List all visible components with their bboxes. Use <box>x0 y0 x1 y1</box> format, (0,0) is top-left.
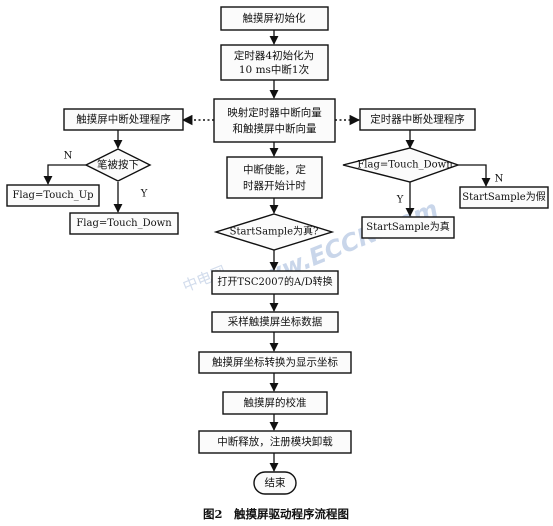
connectors <box>43 30 491 472</box>
node-pen-down-text: 笔被按下 <box>97 158 139 171</box>
node-map-vectors-line1: 映射定时器中断向量 <box>227 106 322 119</box>
node-convert-coords: 触摸屏坐标转换为显示坐标 <box>198 351 352 374</box>
node-int-enable-line2: 时器开始计时 <box>243 179 306 192</box>
node-calibrate: 触摸屏的校准 <box>222 391 328 415</box>
node-map-vectors: 映射定时器中断向量 和触摸屏中断向量 <box>213 98 336 143</box>
node-flag-up-text: Flag=Touch_Up <box>12 190 93 201</box>
node-flag-check-text: Flag=Touch_Down <box>357 160 453 171</box>
node-sample-true: StartSample为真 <box>361 216 455 239</box>
node-convert-coords-text: 触摸屏坐标转换为显示坐标 <box>212 356 338 369</box>
node-end-text: 结束 <box>265 476 286 489</box>
node-sample-coords-text: 采样触摸屏坐标数据 <box>228 315 323 328</box>
node-touch-isr: 触摸屏中断处理程序 <box>63 108 184 131</box>
node-int-enable: 中断使能，定 时器开始计时 <box>226 156 323 199</box>
node-sample-check: StartSample为真? <box>213 213 335 251</box>
node-timer-init-line2: 10 ms中断1次 <box>239 63 310 76</box>
node-timer-init-line1: 定时器4初始化为 <box>234 49 314 62</box>
label-pen-no: N <box>64 151 73 162</box>
node-int-enable-line1: 中断使能，定 <box>243 163 306 176</box>
node-flag-down-text: Flag=Touch_Down <box>76 218 172 229</box>
node-timer-isr: 定时器中断处理程序 <box>359 108 476 131</box>
node-init-touch: 触摸屏初始化 <box>220 6 329 31</box>
node-touch-isr-text: 触摸屏中断处理程序 <box>76 113 171 126</box>
node-flag-up: Flag=Touch_Up <box>6 184 100 207</box>
node-end: 结束 <box>253 471 297 495</box>
node-flag-check: Flag=Touch_Down <box>342 147 461 183</box>
node-open-adc-text: 打开TSC2007的A/D转换 <box>217 275 332 288</box>
node-open-adc: 打开TSC2007的A/D转换 <box>211 270 339 295</box>
node-calibrate-text: 触摸屏的校准 <box>244 396 307 409</box>
figure-caption: 图2 触摸屏驱动程序流程图 <box>203 507 349 521</box>
node-timer-init: 定时器4初始化为 10 ms中断1次 <box>220 44 329 81</box>
node-sample-false-text: StartSample为假 <box>462 190 545 203</box>
node-timer-isr-text: 定时器中断处理程序 <box>370 113 465 126</box>
node-init-touch-text: 触摸屏初始化 <box>243 12 306 25</box>
node-flag-down: Flag=Touch_Down <box>69 212 179 235</box>
node-pen-down: 笔被按下 <box>84 148 152 182</box>
node-sample-true-text: StartSample为真 <box>366 220 449 233</box>
node-sample-check-text: StartSample为真? <box>230 225 319 238</box>
node-sample-coords: 采样触摸屏坐标数据 <box>211 311 339 333</box>
node-release: 中断释放，注册模块卸载 <box>198 430 352 454</box>
label-pen-yes: Y <box>140 189 148 200</box>
node-release-text: 中断释放，注册模块卸载 <box>217 435 333 448</box>
node-sample-false: StartSample为假 <box>459 186 549 209</box>
node-map-vectors-line2: 和触摸屏中断向量 <box>233 122 317 135</box>
label-flag-no: N <box>495 174 504 185</box>
label-flag-yes: Y <box>396 195 404 206</box>
